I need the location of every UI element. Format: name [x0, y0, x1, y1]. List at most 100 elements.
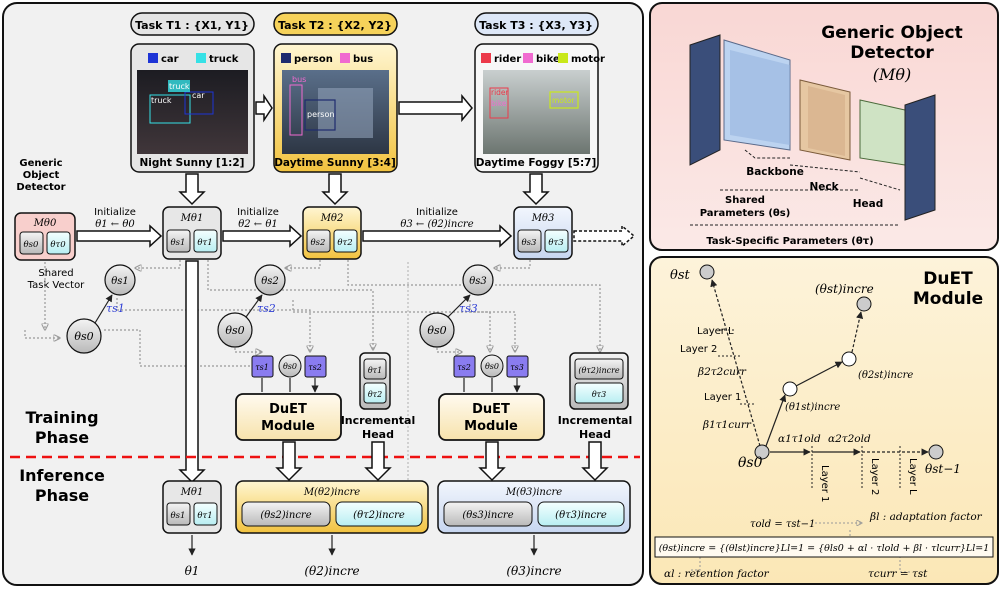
inference-phase-line1: Inference: [19, 466, 105, 485]
layer-right-1: Layer 1: [819, 465, 830, 502]
generic-detector-line3: Detector: [16, 182, 65, 193]
node-s1-label: θs1: [111, 276, 129, 287]
layer-up-1: Layer 1: [704, 392, 741, 403]
inference-m3-shared: (θs3)incre: [462, 510, 513, 521]
neck-label: Neck: [809, 181, 839, 193]
inc-head1-line2: Head: [362, 428, 394, 441]
duet-node-incre-label: (θst)incre: [815, 282, 874, 296]
term-beta2: β2τ2curr: [697, 366, 747, 378]
task-header-3-label: Task T3 : {X3, Y3}: [479, 19, 593, 32]
inference-m1-output: θ1: [185, 564, 200, 578]
tau-s1-label: τs1: [106, 302, 125, 315]
shared-params-line2: Parameters (θs): [700, 208, 791, 219]
duet-node-theta-st: θst: [670, 264, 715, 283]
init-label-2-line2: θ2 ← θ1: [238, 219, 278, 230]
inference-phase-line2: Phase: [35, 486, 89, 505]
overlay-truck-2: truck: [151, 96, 172, 105]
image-panel-night-sunny: truck car truck car truck Night Sunny [1…: [130, 43, 255, 173]
tau-curr-label: τcurr = τst: [868, 568, 928, 580]
inference-m2: M(θ2)incre (θs2)incre (θτ2)incre (θ2)inc…: [235, 480, 429, 578]
shared-task-vector-line1: Shared: [38, 268, 73, 279]
overlay-bus: bus: [292, 75, 306, 84]
inference-m2-name: M(θ2)incre: [303, 487, 360, 498]
overlay-car: car: [192, 91, 205, 100]
incremental-head-2: (θτ2)incre θτ3 Incremental Head: [558, 352, 633, 441]
tau-s2-label: τs2: [257, 302, 276, 315]
shared-params-line1: Shared: [725, 195, 765, 206]
model-m1-name: Mθ1: [180, 213, 204, 224]
network-illustration: [689, 34, 936, 221]
duet-module-2: DuET Module: [438, 393, 545, 441]
layer-up-L: Layer L: [697, 326, 734, 337]
duet-node-st-label: θst: [670, 268, 690, 283]
detector-title-line2: Detector: [850, 43, 934, 63]
legend-rider: rider: [494, 54, 521, 65]
duet-node-theta-incre1: (θ1st)incre: [782, 381, 840, 413]
task-header-3: Task T3 : {X3, Y3}: [474, 12, 599, 36]
node-s0b-label: θs0: [225, 324, 244, 337]
inference-m1-task: θτ1: [197, 511, 212, 521]
task-header-2-label: Task T2 : {X2, Y2}: [278, 19, 392, 32]
duet1-input-tau-b: τs2: [308, 363, 322, 372]
incremental-head-1: θτ1 θτ2 Incremental Head: [341, 352, 416, 441]
generic-detector-label: Generic Object Detector: [16, 158, 65, 193]
detector-brackets: [690, 149, 901, 226]
duet2-input-tau-b: τs3: [510, 363, 524, 372]
init-label-3-line1: Initialize: [416, 207, 458, 218]
overlay-truck-1: truck: [169, 82, 190, 91]
model-m3-name: Mθ3: [531, 213, 555, 224]
legend-bus: bus: [353, 54, 373, 65]
training-phase-line1: Training: [25, 408, 98, 427]
caption-daytime-sunny: Daytime Sunny [3:4]: [274, 157, 396, 169]
init-label-1-line2: θ1 ← θ0: [95, 219, 135, 230]
inference-m2-output: (θ2)incre: [304, 564, 359, 578]
inc-head1-item2: θτ2: [368, 390, 382, 399]
legend-motor: motor: [571, 54, 605, 65]
model-box-m0: Mθ0 θs0 θτ0: [14, 212, 76, 261]
backbone-label: Backbone: [746, 166, 804, 178]
duet2-input-tau-a: τs2: [457, 363, 471, 372]
task-header-1-label: Task T1 : {X1, Y1}: [135, 19, 249, 32]
inc-head1-line1: Incremental: [341, 414, 416, 427]
node-s3-label: θs3: [469, 276, 487, 287]
duet2-label-line1: DuET: [472, 402, 510, 417]
training-phase-line2: Phase: [35, 428, 89, 447]
task-specific-params: Task-Specific Parameters (θτ): [706, 236, 873, 247]
legend-car: car: [161, 54, 179, 65]
overlay-rider: rider: [491, 88, 510, 97]
adaptation-factor: βl : adaptation factor: [869, 511, 983, 523]
duet-inputs-2: τs2 θs0 τs3: [453, 354, 529, 392]
init-label-2-line1: Initialize: [237, 207, 279, 218]
node-theta-s1: θs1: [104, 264, 136, 296]
duet-node-theta-st-incre: (θst)incre: [815, 282, 874, 312]
detector-title-line1: Generic Object: [821, 23, 963, 43]
generic-detector-line2: Object: [23, 170, 60, 181]
term-alpha2: α2τ2old: [828, 433, 871, 445]
model-m1-shared: θs1: [171, 238, 186, 248]
model-box-m1: Mθ1 θs1 θτ1: [162, 206, 222, 260]
duet-module-1: DuET Module: [235, 393, 342, 441]
inference-down-arrows: [275, 441, 609, 482]
overlay-motor: motor: [552, 96, 575, 105]
init-label-3-line2: θ3 ← (θ2)incre: [400, 219, 473, 230]
model-m0-shared: θs0: [24, 240, 39, 250]
legend-bike: bike: [536, 54, 560, 65]
inference-m3-name: M(θ3)incre: [505, 487, 562, 498]
node-theta-s2: θs2: [254, 264, 286, 296]
duet-node-theta-stm1: θst−1: [925, 444, 961, 476]
generic-detector-panel: Generic Object Detector (Mθ) Backbone Ne…: [649, 2, 999, 251]
node-theta-s0-b: θs0: [217, 312, 253, 348]
retention-factor: αl : retention factor: [664, 568, 770, 580]
duet-node-incre2-label: (θ2st)incre: [858, 370, 913, 381]
overlay-bike: bike: [491, 99, 507, 108]
task-header-2: Task T2 : {X2, Y2}: [273, 12, 398, 36]
term-beta1: β1τ1curr: [702, 419, 752, 431]
inc-head2-line1: Incremental: [558, 414, 633, 427]
duet-node-theta-incre2: (θ2st)incre: [841, 351, 913, 381]
duet-panel-title-line2: Module: [913, 289, 983, 309]
model-m2-shared: θs2: [311, 238, 326, 248]
inc-head2-item1: (θτ2)incre: [578, 366, 620, 375]
model-m3-shared: θs3: [522, 238, 537, 248]
inference-m3: M(θ3)incre (θs3)incre (θτ3)incre (θ3)inc…: [437, 480, 631, 578]
